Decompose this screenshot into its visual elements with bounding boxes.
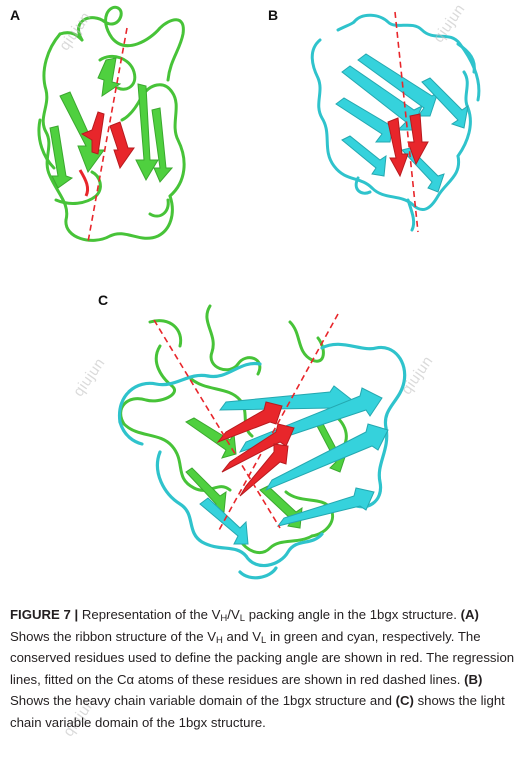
figure-caption: FIGURE 7 | Representation of the VH/VL p… bbox=[10, 607, 515, 730]
caption-c-label: (C) bbox=[395, 693, 414, 709]
vh-vl-complex-ribbon bbox=[117, 304, 407, 580]
panel-c: C bbox=[90, 282, 450, 592]
panel-a-label: A bbox=[10, 7, 21, 23]
vh-ribbon-structure bbox=[37, 5, 186, 243]
figure-label: FIGURE 7 | bbox=[10, 607, 79, 622]
vl-ribbon-structure bbox=[310, 11, 481, 233]
panel-b-label: B bbox=[268, 7, 279, 23]
panel-b: B bbox=[262, 0, 528, 260]
panel-c-label: C bbox=[98, 292, 109, 308]
caption-b-label: (B) bbox=[464, 671, 483, 687]
caption-a-label: (A) bbox=[460, 607, 479, 622]
panel-a: A bbox=[0, 0, 260, 260]
